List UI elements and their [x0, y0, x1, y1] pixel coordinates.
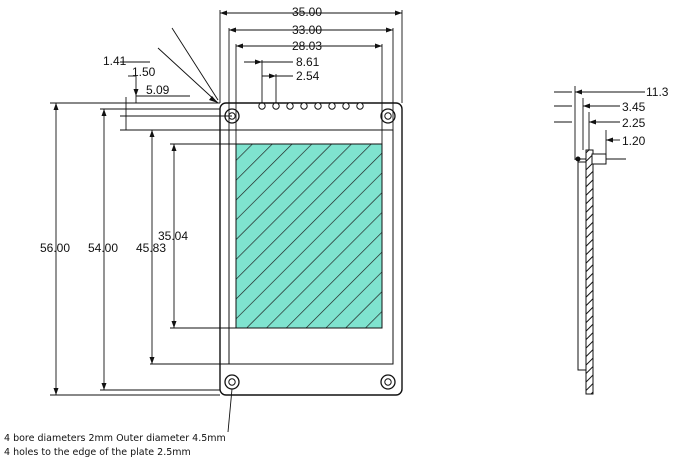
- dim-45-83: 45.83: [136, 241, 166, 255]
- dim-56-00: 56.00: [40, 241, 70, 255]
- side-view: 11.3 3.45 2.25 1.20: [554, 85, 669, 395]
- mounting-hole-bottom-left: [224, 374, 240, 390]
- dim-35-04: 35.04: [158, 229, 188, 243]
- side-pcb: [585, 149, 594, 395]
- header-pin: [300, 102, 308, 110]
- dim-28-03: 28.03: [292, 39, 322, 53]
- dim-11-3: 11.3: [646, 85, 669, 99]
- dim-1-50: 1.50: [132, 65, 156, 79]
- dim-1-41: 1.41: [103, 54, 127, 68]
- header-pins: [258, 102, 364, 110]
- dim-35-00: 35.00: [292, 5, 322, 19]
- side-header-pin: [575, 153, 626, 165]
- mounting-hole-top-right: [380, 108, 396, 124]
- lcd-frame: [228, 129, 394, 365]
- dim-1-20: 1.20: [622, 134, 646, 148]
- front-view: 35.00 33.00 28.03 8.61 2.54 1.41 1.50 5.…: [40, 5, 403, 433]
- dim-2-54: 2.54: [296, 69, 320, 83]
- dim-8-61: 8.61: [296, 55, 320, 69]
- mounting-hole-bottom-right: [380, 374, 396, 390]
- dim-3-45: 3.45: [622, 100, 646, 114]
- dim-2-25: 2.25: [622, 116, 646, 130]
- header-pin: [328, 102, 336, 110]
- header-pin: [286, 102, 294, 110]
- note-bore-diameter: 4 bore diameters 2mm Outer diameter 4.5m…: [4, 433, 226, 444]
- dim-54-00: 54.00: [88, 241, 118, 255]
- dim-33-00: 33.00: [292, 23, 322, 37]
- dim-5-09: 5.09: [146, 83, 170, 97]
- header-pin: [342, 102, 350, 110]
- screen-area: [235, 143, 383, 329]
- header-pin: [356, 102, 364, 110]
- header-pin: [314, 102, 322, 110]
- note-hole-edge-distance: 4 holes to the edge of the plate 2.5mm: [4, 447, 191, 458]
- side-lcd: [577, 161, 587, 371]
